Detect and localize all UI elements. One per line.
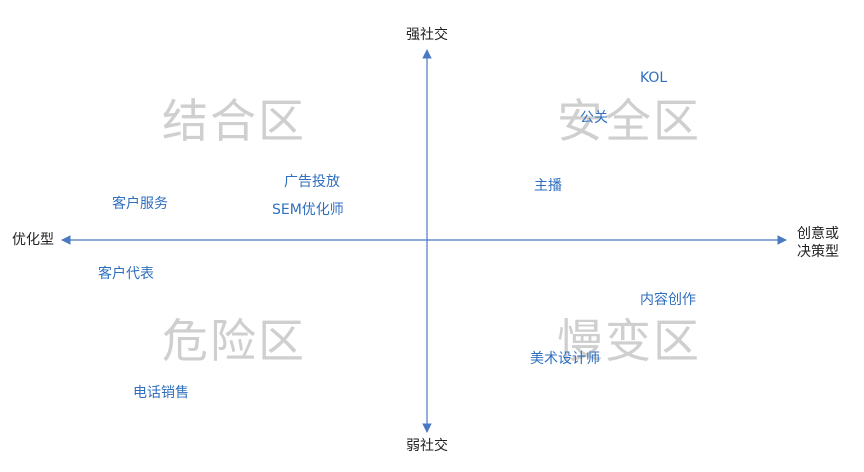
axis-label-left: 优化型 [12,232,54,248]
item-rep: 客户代表 [98,266,154,282]
item-anchor: 主播 [534,178,562,194]
item-kol: KOL [640,70,668,86]
axis-label-right-line2: 决策型 [797,243,839,260]
item-ad: 广告投放 [284,174,340,190]
axis-label-bottom: 弱社交 [406,438,448,454]
quadrant-bottom-left: 危险区 [162,314,306,368]
axis-label-right-line1: 创意或 [797,226,839,242]
axis-label-top: 强社交 [406,27,448,43]
item-service: 客户服务 [112,196,168,212]
item-design: 美术设计师 [530,351,600,367]
axis-label-right: 创意或 决策型 [797,226,839,261]
item-pr: 公关 [580,110,608,126]
item-content: 内容创作 [640,292,696,308]
quadrant-bottom-right: 慢变区 [557,314,701,368]
quadrant-top-left: 结合区 [162,94,306,148]
item-sem: SEM优化师 [272,202,344,218]
item-telesales: 电话销售 [133,385,189,401]
quadrant-top-right: 安全区 [557,94,701,148]
